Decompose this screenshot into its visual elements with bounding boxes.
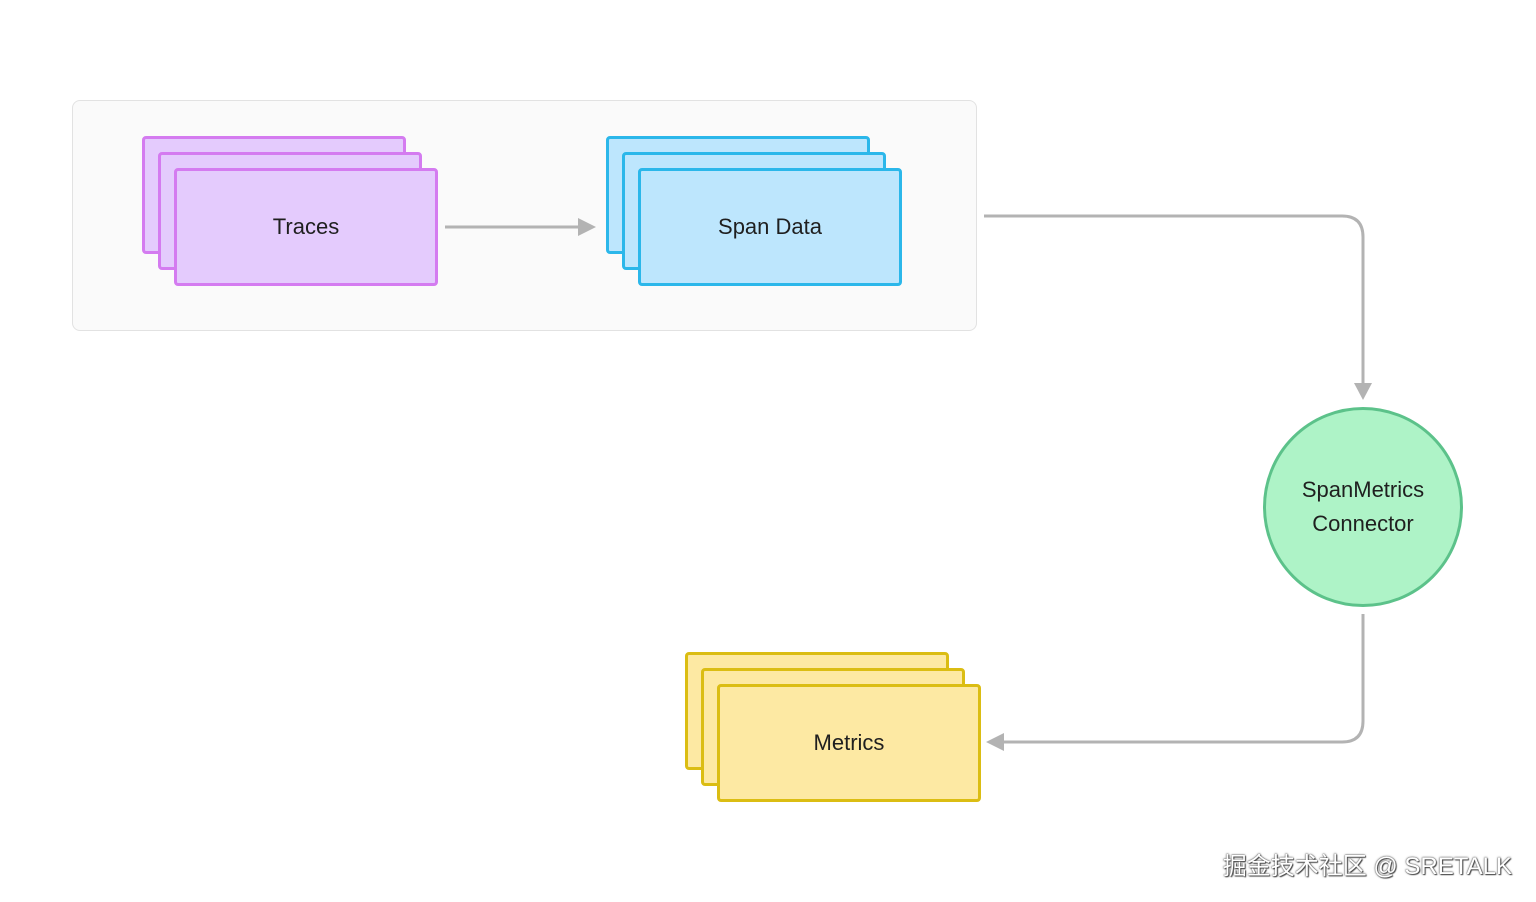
- watermark-text: 掘金技术社区 @ SRETALK: [1222, 853, 1512, 880]
- metrics-label: Metrics: [813, 730, 885, 755]
- arrowhead-connector-to-metrics: [986, 733, 1004, 751]
- metrics-node: Metrics: [717, 684, 981, 802]
- arrow-span-data-to-connector: [984, 214, 1365, 390]
- connector-label-line1: SpanMetrics: [1301, 477, 1425, 502]
- arrow-connector-to-metrics: [996, 614, 1365, 744]
- arrowhead-span-data-to-connector: [1354, 383, 1372, 400]
- traces-label: Traces: [272, 214, 340, 239]
- spanmetrics-connector-node: SpanMetrics Connector: [1263, 407, 1463, 607]
- connector-label-line2: Connector: [1312, 511, 1414, 536]
- traces-node: Traces: [174, 168, 438, 286]
- span-data-node: Span Data: [638, 168, 902, 286]
- span-data-label: Span Data: [718, 214, 822, 239]
